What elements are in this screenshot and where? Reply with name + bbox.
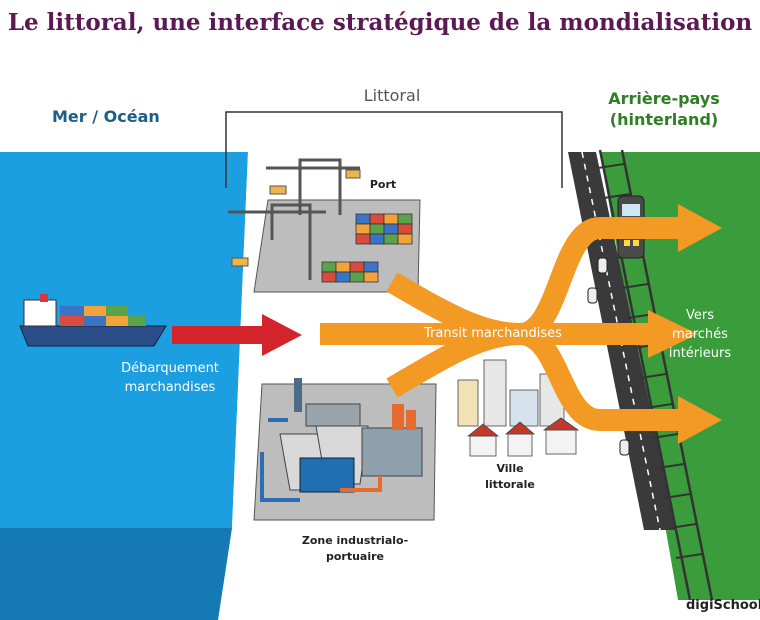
- car-icon: [587, 257, 630, 456]
- hinterland-label-line1: Arrière-pays: [608, 89, 720, 108]
- coast-label: Littoral: [363, 86, 421, 105]
- industrial-zone-line2: portuaire: [325, 550, 385, 563]
- pipeline-icon: [260, 418, 382, 502]
- industrial-zone-line1: Zone industrialo-: [301, 534, 409, 547]
- crane-icon: [228, 158, 360, 280]
- factory-icon: [279, 378, 423, 493]
- transit-flow-arrows: [320, 217, 680, 431]
- page-title: Le littoral, une interface stratégique d…: [7, 9, 753, 36]
- unloading-label-line2: marchandises: [124, 380, 216, 395]
- unloading-label: Débarquement marchandises: [108, 359, 232, 397]
- inland-markets-line2: marchés: [672, 327, 728, 342]
- transit-arrow-heads: [648, 204, 722, 444]
- digischool-logo: digiSchool: [686, 598, 760, 613]
- hinterland-label: Arrière-pays (hinterland): [598, 88, 730, 130]
- sea-floor: [0, 528, 232, 620]
- industrial-zone-label: Zone industrialo- portuaire: [280, 533, 430, 565]
- hinterland-area: [592, 152, 760, 600]
- unloading-arrow: [172, 314, 302, 356]
- transit-label: Transit marchandises: [424, 326, 562, 341]
- inland-markets-label: Vers marchés intérieurs: [662, 306, 738, 363]
- container-stack-icon: [321, 213, 413, 283]
- port-label: Port: [369, 178, 397, 191]
- hinterland-label-line2: (hinterland): [609, 110, 719, 129]
- city-label-line2: littorale: [485, 478, 535, 491]
- city-label: Ville littorale: [470, 461, 550, 493]
- cargo-ship-icon: [19, 294, 167, 347]
- inland-markets-line1: Vers: [686, 308, 714, 323]
- littoral-bracket: [225, 111, 563, 188]
- unloading-label-line1: Débarquement: [121, 361, 219, 376]
- crane-load-icon: [231, 169, 361, 267]
- sea-label: Mer / Océan: [52, 107, 160, 126]
- inland-markets-line3: intérieurs: [668, 346, 732, 361]
- city-label-line1: Ville: [496, 462, 524, 475]
